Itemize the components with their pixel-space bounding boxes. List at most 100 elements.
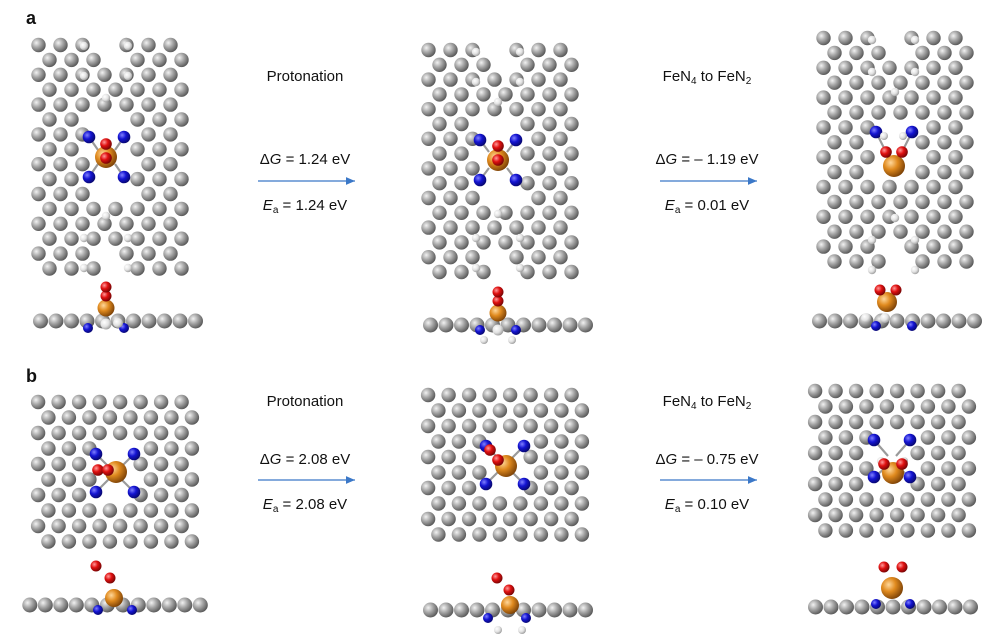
carbon-atom — [871, 224, 886, 239]
carbon-atom — [30, 456, 46, 472]
carbon-atom — [42, 171, 57, 187]
carbon-atom — [520, 57, 535, 72]
carbon-atom — [174, 82, 189, 97]
hydrogen-atom — [123, 71, 133, 81]
hydrogen-atom — [493, 97, 503, 107]
carbon-atom — [41, 410, 56, 425]
carbon-atom — [492, 527, 508, 542]
carbon-atom — [959, 224, 974, 239]
carbon-atom — [31, 157, 46, 172]
carbon-atom — [951, 445, 966, 461]
carbon-atom — [882, 179, 897, 195]
hydrogen-atom — [508, 336, 516, 344]
carbon-atom — [849, 45, 864, 61]
carbon-atom — [75, 186, 90, 202]
carbon-atom — [547, 602, 562, 618]
carbon-atom — [112, 425, 128, 441]
carbon-atom — [564, 205, 579, 220]
carbon-atom — [438, 317, 454, 333]
carbon-atom — [71, 425, 87, 441]
carbon-atom — [130, 171, 145, 187]
carbon-atom — [839, 599, 854, 615]
carbon-atom — [823, 599, 839, 615]
carbon-atom — [941, 430, 956, 445]
carbon-atom — [53, 127, 68, 142]
structure-a3-top-view — [816, 30, 974, 275]
carbon-atom — [64, 142, 79, 157]
carbon-atom — [959, 135, 974, 150]
carbon-atom — [75, 216, 90, 231]
carbon-atom — [174, 394, 189, 410]
carbon-atom — [543, 418, 559, 434]
carbon-atom — [454, 116, 469, 132]
carbon-atom — [141, 97, 156, 112]
carbon-atom — [893, 75, 908, 90]
carbon-atom — [421, 220, 436, 235]
carbon-atom — [97, 216, 112, 231]
hydrogen-atom — [493, 209, 503, 219]
carbon-atom — [838, 90, 853, 105]
carbon-atom — [948, 150, 963, 165]
carbon-atom — [421, 131, 436, 146]
nitrogen-atom — [89, 485, 103, 499]
oxygen-atom — [492, 154, 504, 166]
carbon-atom — [141, 186, 156, 202]
carbon-atom — [915, 75, 930, 90]
carbon-atom — [849, 164, 864, 180]
carbon-atom — [102, 534, 118, 549]
hydrogen-atom — [867, 265, 877, 275]
carbon-atom — [889, 313, 905, 329]
carbon-atom — [533, 465, 549, 480]
carbon-atom — [42, 201, 57, 217]
carbon-atom — [82, 410, 97, 425]
carbon-atom — [51, 456, 66, 472]
carbon-atom — [141, 67, 156, 83]
carbon-atom — [71, 518, 87, 534]
carbon-atom — [948, 60, 963, 75]
carbon-atom — [849, 75, 864, 90]
carbon-atom — [937, 75, 952, 90]
nitrogen-atom — [127, 605, 137, 615]
hydrogen-atom — [515, 263, 525, 273]
carbon-atom — [451, 496, 467, 511]
carbon-atom — [184, 410, 200, 425]
carbon-atom — [92, 425, 107, 441]
carbon-atom — [578, 602, 593, 618]
carbon-atom — [816, 60, 831, 75]
carbon-atom — [827, 194, 842, 210]
carbon-atom — [174, 52, 189, 68]
carbon-atom — [108, 82, 123, 97]
carbon-atom — [828, 507, 843, 523]
carbon-atom — [937, 105, 952, 120]
carbon-atom — [420, 387, 436, 403]
carbon-atom — [476, 87, 491, 102]
carbon-atom — [51, 394, 66, 410]
carbon-atom — [476, 57, 491, 72]
carbon-atom — [961, 523, 977, 538]
carbon-atom — [915, 224, 930, 239]
carbon-atom — [543, 449, 559, 465]
carbon-atom — [423, 602, 438, 618]
carbon-atom — [482, 387, 497, 403]
carbon-atom — [574, 496, 590, 511]
carbon-atom — [174, 201, 189, 217]
step-title-a2: FeN4 to FeN2 — [662, 68, 752, 87]
carbon-atom — [910, 383, 925, 399]
carbon-atom — [838, 430, 854, 445]
carbon-atom — [951, 476, 966, 492]
carbon-atom — [564, 387, 579, 403]
carbon-atom — [472, 496, 487, 511]
carbon-atom — [41, 534, 56, 549]
carbon-atom — [133, 425, 148, 441]
carbon-atom — [42, 231, 57, 246]
oxygen-atom — [491, 572, 503, 584]
carbon-atom — [498, 87, 513, 102]
carbon-atom — [547, 317, 562, 333]
carbon-atom — [31, 127, 46, 142]
carbon-atom — [882, 60, 897, 75]
carbon-atom — [523, 387, 538, 403]
carbon-atom — [889, 507, 905, 523]
oxygen-atom — [90, 560, 102, 572]
carbon-atom — [421, 250, 436, 265]
hydrogen-atom — [123, 41, 133, 51]
